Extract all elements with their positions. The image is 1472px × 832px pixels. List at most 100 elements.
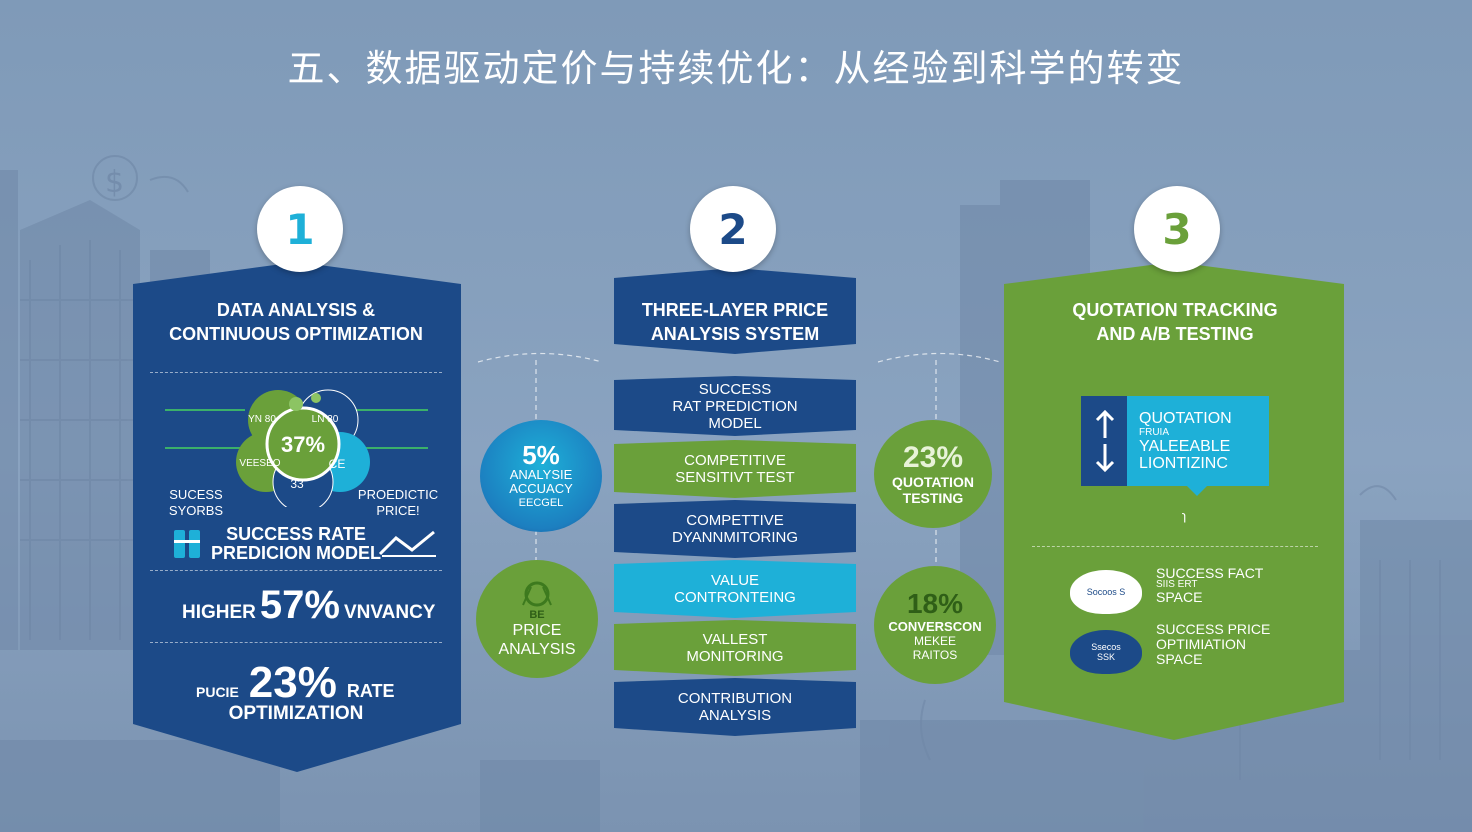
layer-4: VALUE CONTRONTEING xyxy=(614,560,856,618)
diagram-right-caption-line1: PROEDICTIC xyxy=(357,487,439,502)
step-number-1: 1 xyxy=(257,186,343,272)
layer-4-line1: VALUE xyxy=(710,572,760,589)
panel-1-title-line2: CONTINUOUS OPTIMIZATION xyxy=(169,324,423,344)
bubble-conversion: 18% CONVERSCON MEKEE RAITOS xyxy=(874,566,996,684)
step-number-2: 2 xyxy=(690,186,776,272)
layer-2-line1: COMPETITIVE xyxy=(684,452,786,469)
bubble-price-analysis: BE PRICE ANALYSIS xyxy=(476,560,598,678)
flower-diagram xyxy=(165,389,428,507)
panel-1-divider-mid xyxy=(150,570,442,571)
metric-higher: HIGHER 57% VNVANCY xyxy=(182,583,435,628)
layer-5-line2: MONITORING xyxy=(686,648,784,665)
metric-price-caption: OPTIMIZATION xyxy=(228,703,364,724)
layer-2-line2: SENSITIVT TEST xyxy=(675,469,795,486)
item-2-line1: SUCCESS PRICE xyxy=(1156,621,1271,637)
bubble-quotation-testing: 23% QUOTATION TESTING xyxy=(874,420,992,528)
panel-2-title-line1: THREE-LAYER PRICE xyxy=(641,300,829,320)
item-2-badge: Ssecos SSK xyxy=(1070,630,1142,674)
item-1-badge: Socoos S xyxy=(1070,570,1142,614)
panel-1-divider-bottom xyxy=(150,642,442,643)
bubble-price-line2: ANALYSIS xyxy=(498,641,576,658)
quotation-box-line1: QUOTATION xyxy=(1139,410,1232,427)
panel-3-title-line2: AND A/B TESTING xyxy=(1096,324,1254,344)
panel-3-item-2: Ssecos SSK SUCCESS PRICE OPTIMIATION SPA… xyxy=(1066,622,1306,678)
metric-price-rate: PUCIE 23% RATE xyxy=(196,658,395,708)
layer-3-line2: DYANNMITORING xyxy=(671,529,799,546)
layer-2: COMPETITIVE SENSITIVT TEST xyxy=(614,440,856,498)
item-1-line1: SUCCESS FACT xyxy=(1156,565,1264,581)
panel-3-item-1: Socoos S SUCCESS FACT SIIS ERT SPACE xyxy=(1066,566,1306,616)
bubble-analysis-line2: ACCUACY xyxy=(509,481,573,496)
panel-3-connector: ɿ xyxy=(1181,508,1187,523)
segment-center xyxy=(265,406,341,482)
diagram-right-caption-line2: PRICE! xyxy=(376,503,420,518)
bubble-conversion-line1: CONVERSCON xyxy=(888,618,982,634)
bubble-analysis-line3: EECGEL xyxy=(518,497,564,509)
panel-2-title: THREE-LAYER PRICE ANALYSIS SYSTEM xyxy=(614,298,856,346)
diagram-center-value: 37% xyxy=(280,432,326,457)
svg-text:$: $ xyxy=(105,165,124,200)
bubble-conversion-line2: MEKEE xyxy=(913,633,956,648)
layer-6-line2: ANALYSIS xyxy=(698,707,772,724)
item-1-line2: SIIS ERT xyxy=(1156,579,1198,590)
page-title: 五、数据驱动定价与持续优化：从经验到科学的转变 xyxy=(287,47,1185,90)
layer-5-line1: VALLEST xyxy=(702,631,768,648)
item-1-line3: SPACE xyxy=(1156,589,1203,605)
layer-1-line2: RAT PREDICTION xyxy=(672,397,798,415)
quotation-box-small: FRUIA xyxy=(1139,427,1169,438)
bubble-quotation-value: 23% xyxy=(902,441,964,474)
diagram-right-caption: PROEDICTIC PRICE! xyxy=(350,487,446,519)
panel-1-shape xyxy=(133,262,461,772)
metric-higher-prefix: HIGHER xyxy=(182,602,256,623)
panel-3-title-line1: QUOTATION TRACKING xyxy=(1072,300,1278,320)
metric-higher-value: 57% xyxy=(259,583,340,627)
layer-4-line2: CONTRONTEING xyxy=(674,589,796,606)
bubble-price-top: BE xyxy=(529,609,545,621)
layer-6-line1: CONTRIBUTION xyxy=(677,690,793,707)
step-number-3: 3 xyxy=(1134,186,1220,272)
diagram-left-caption-line2: SYORBS xyxy=(168,503,224,518)
segment-label-0: YN 80 xyxy=(248,414,276,425)
bubble-analysis-value: 5% xyxy=(522,440,560,470)
diagram-left-caption: SUCESS SYORBS xyxy=(160,487,232,519)
model-label-line2: PREDICION MODEL xyxy=(210,543,381,563)
bubble-price-line1: PRICE xyxy=(512,622,562,639)
segment-label-4: CE xyxy=(328,457,346,471)
up-down-arrows-icon xyxy=(1095,409,1115,473)
metric-price-prefix: PUCIE xyxy=(196,684,239,700)
quotation-box: QUOTATION FRUIA YALEEABLE LIONTIZINC xyxy=(1081,396,1269,496)
bubble-conversion-value: 18% xyxy=(906,587,964,619)
bubble-quotation-line2: TESTING xyxy=(902,490,964,506)
segment-label-3: 33 xyxy=(290,477,304,491)
panel-1-title: DATA ANALYSIS & CONTINUOUS OPTIMIZATION xyxy=(140,298,452,346)
layer-5: VALLEST MONITORING xyxy=(614,620,856,676)
metric-price-value: 23% xyxy=(248,658,337,707)
bubble-analysis-line1: ANALYSIE xyxy=(509,467,573,482)
trend-arrow-icon xyxy=(378,530,436,557)
layer-3-line1: COMPETTIVE xyxy=(686,512,784,529)
panel-1-title-line1: DATA ANALYSIS & xyxy=(216,300,376,320)
layer-1: SUCCESS RAT PREDICTION MODEL xyxy=(614,376,856,436)
segment-label-1: LN 30 xyxy=(311,414,339,425)
metric-higher-suffix: VNVANCY xyxy=(343,602,436,623)
quotation-box-line2: YALEEABLE xyxy=(1139,438,1231,455)
panel-3-divider xyxy=(1032,546,1318,547)
bubble-conversion-line3: RAITOS xyxy=(912,647,958,662)
leaf-icon xyxy=(522,581,552,607)
quotation-box-pointer xyxy=(1185,484,1209,496)
panel-3-title: QUOTATION TRACKING AND A/B TESTING xyxy=(1010,298,1340,346)
segment-label-2: VEESEO xyxy=(239,458,281,469)
model-label-line1: SUCCESS RATE xyxy=(226,524,366,544)
layer-1-line1: SUCCESS xyxy=(698,380,772,398)
metric-price-suffix: RATE xyxy=(346,681,395,701)
item-2-badge-text: Ssecos SSK xyxy=(1091,642,1121,662)
item-2-line3: SPACE xyxy=(1156,651,1203,667)
panel-1-divider-top xyxy=(150,372,442,373)
layer-3: COMPETTIVE DYANNMITORING xyxy=(614,500,856,558)
quotation-box-line3: LIONTIZINC xyxy=(1139,455,1228,472)
panel-3-shape xyxy=(1004,262,1344,740)
item-2-line2: OPTIMIATION xyxy=(1156,636,1246,652)
panel-2-header-shape xyxy=(614,268,856,354)
layer-6: CONTRIBUTION ANALYSIS xyxy=(614,678,856,736)
diagram-left-caption-line1: SUCESS xyxy=(169,487,223,502)
